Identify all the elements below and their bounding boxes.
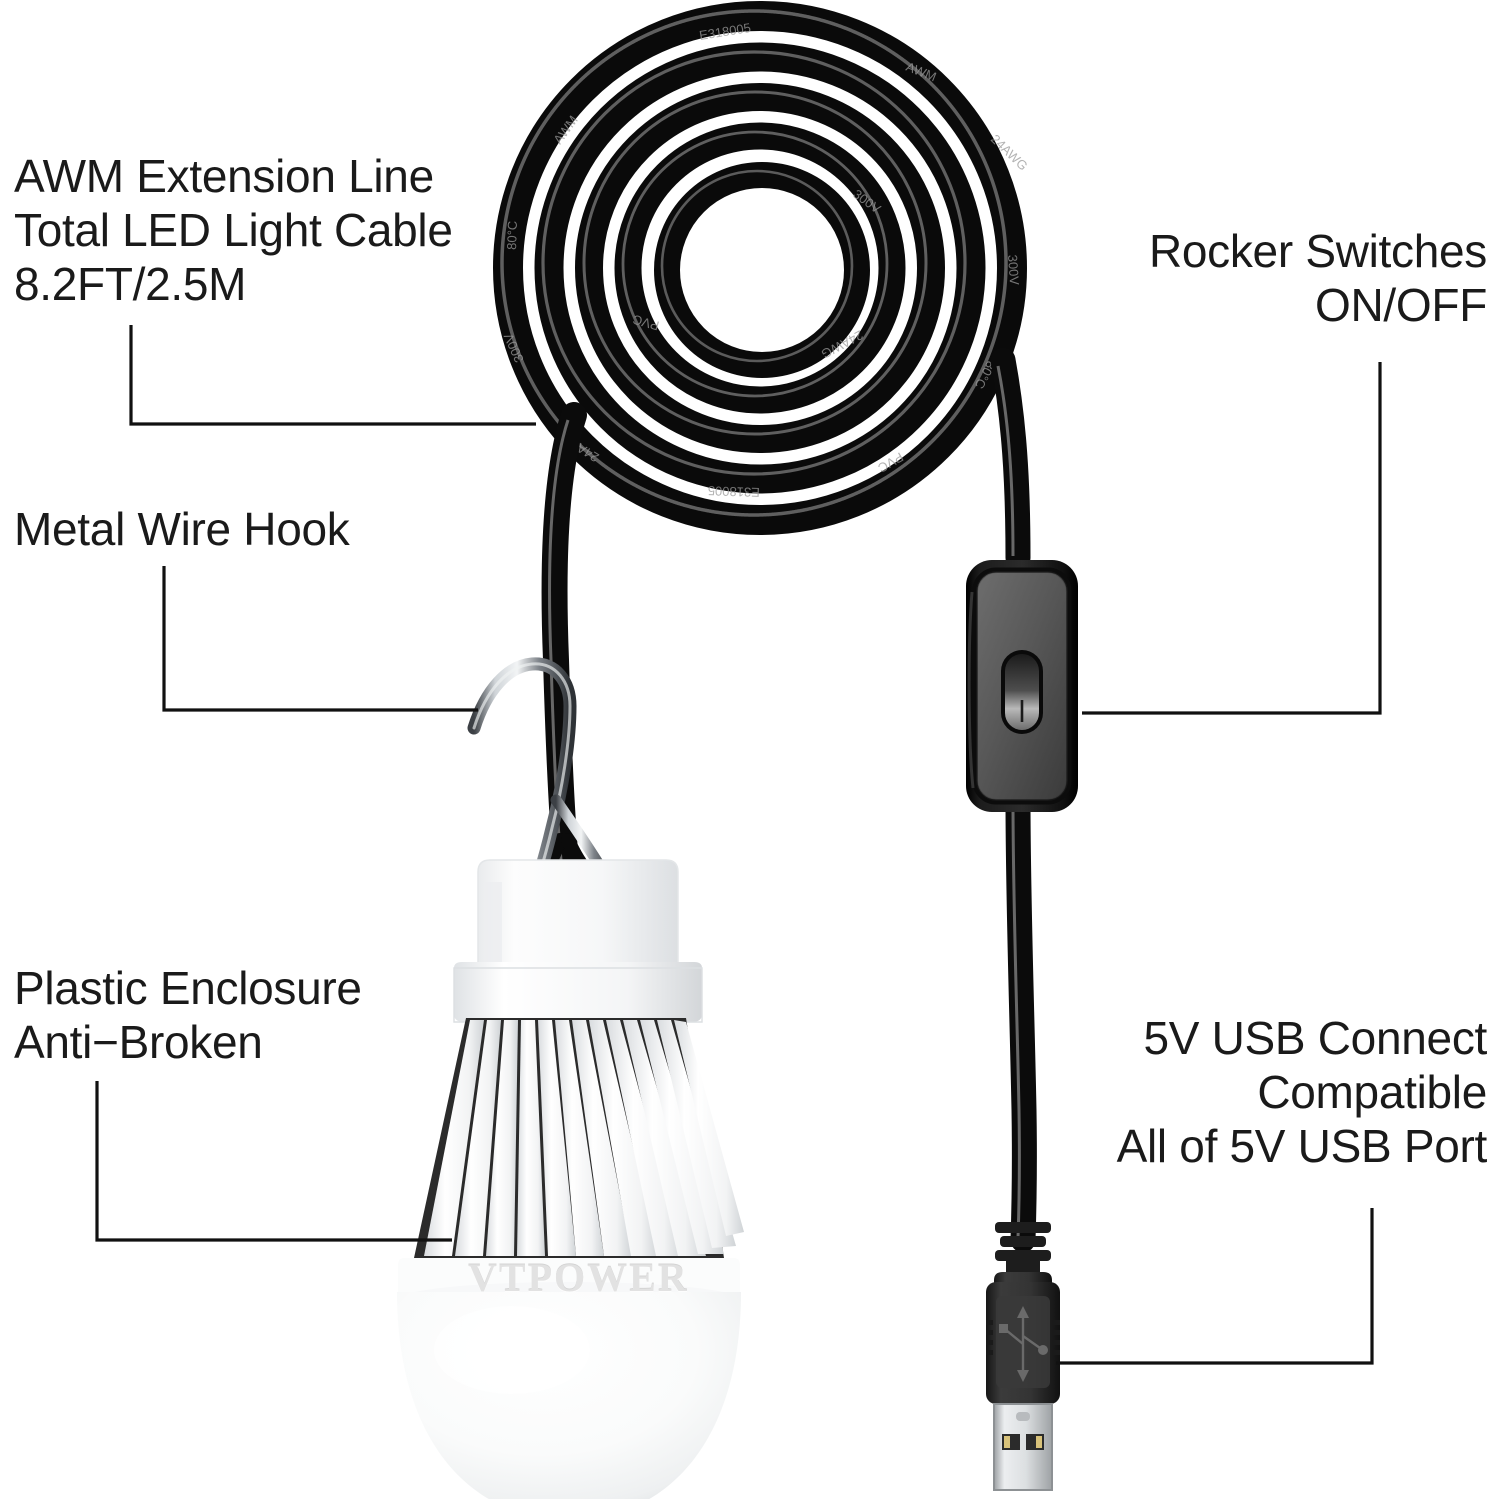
rocker-switches-callout: Rocker Switches ON/OFF (1148, 225, 1487, 331)
usb-connector[interactable] (986, 1222, 1060, 1491)
leader-metal-wire-hook (162, 566, 478, 712)
awm-extension-line-callout: AWM Extension Line Total LED Light Cable… (14, 150, 453, 310)
usb-trident-icon (999, 1306, 1048, 1382)
svg-text:80°C: 80°C (504, 221, 520, 251)
plastic-enclosure-callout: Plastic Enclosure Anti−Broken (14, 962, 362, 1068)
svg-text:PVC: PVC (631, 312, 661, 334)
leader-usb-connect (1056, 1208, 1374, 1365)
svg-text:E318005: E318005 (708, 483, 761, 500)
bulb-cooling-fins (424, 1020, 744, 1256)
svg-text:300V: 300V (1005, 254, 1022, 286)
led-bulb (397, 859, 744, 1499)
rocker-button (1005, 654, 1039, 730)
leader-rocker-switches (1082, 362, 1382, 715)
usb-connect-callout: 5V USB Connect Compatible All of 5V USB … (1116, 1012, 1488, 1172)
leader-plastic-enclosure (95, 1081, 452, 1242)
metal-wire-hook-callout: Metal Wire Hook (14, 503, 350, 555)
rocker-switch[interactable] (966, 560, 1078, 812)
bulb-brand-text: VTPOWER (468, 1255, 689, 1300)
cable-to-usb (990, 347, 1037, 1253)
leader-awm-extension-line (129, 325, 536, 426)
